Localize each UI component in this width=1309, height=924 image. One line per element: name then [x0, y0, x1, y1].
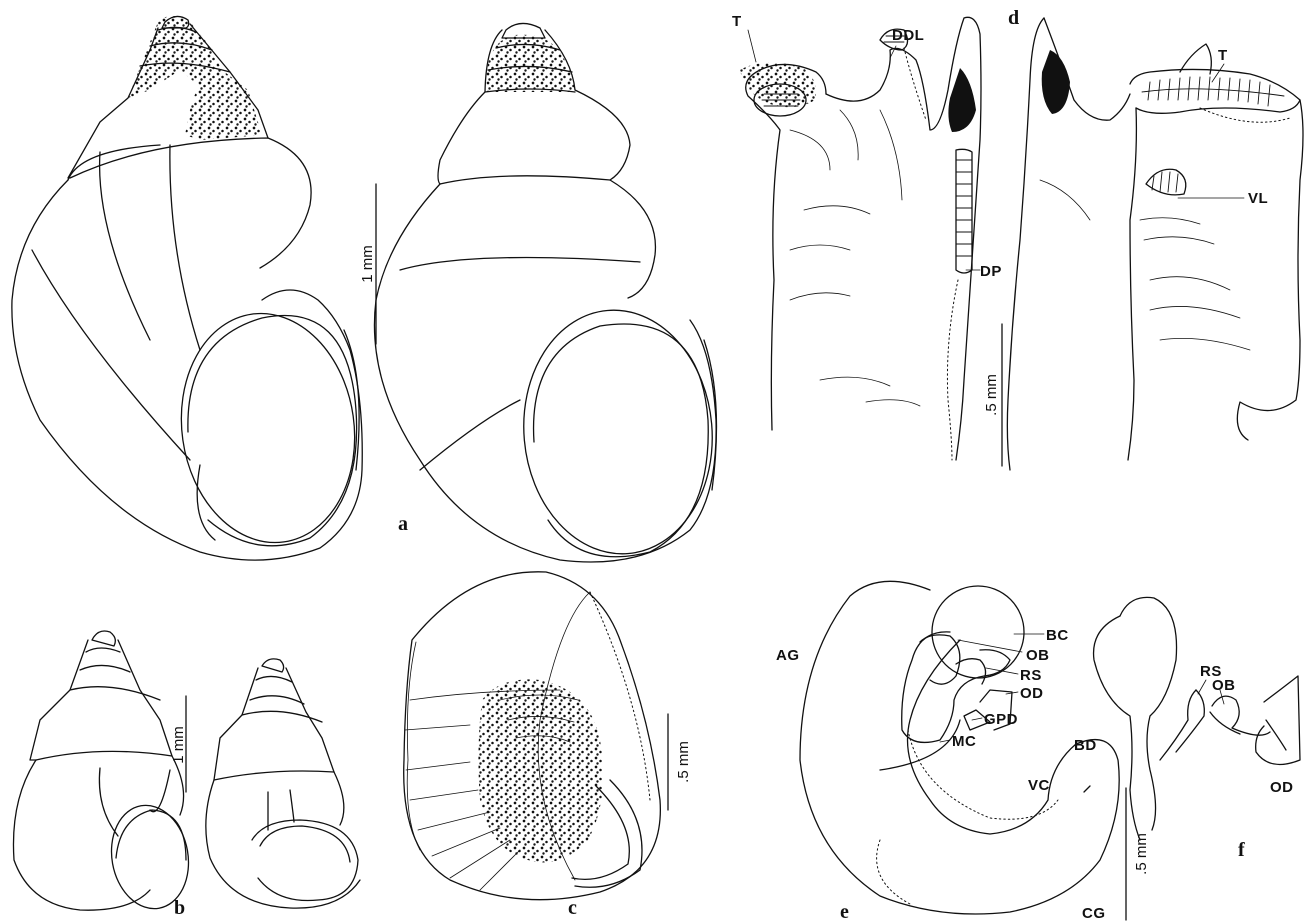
leader-e-RS	[986, 668, 1018, 674]
scale-bar-b: 1 mm	[170, 696, 187, 792]
shell-a-left	[12, 16, 369, 560]
shell-b-right	[206, 659, 360, 908]
scale-bar-b-label: 1 mm	[170, 726, 187, 764]
penis-d-left	[740, 17, 981, 460]
panel-label-f: f	[1238, 839, 1245, 861]
operculum-c	[404, 572, 661, 900]
scale-bar-a: 1 mm	[359, 184, 376, 344]
label-e-CG: CG	[1082, 905, 1106, 922]
label-e-BC: BC	[1046, 627, 1069, 644]
label-e-GPD: GPD	[984, 711, 1018, 728]
leader-d-T-right	[1212, 64, 1224, 82]
scale-bar-c: .5 mm	[668, 714, 692, 810]
label-d-DP: DP	[980, 263, 1002, 280]
scale-bar-e: .5 mm	[1126, 788, 1150, 920]
label-f-OB: OB	[1212, 677, 1236, 694]
leader-e-GPD	[972, 718, 982, 720]
label-e-AG: AG	[776, 647, 800, 664]
scale-bar-e-label: .5 mm	[1133, 833, 1150, 875]
panel-label-e: e	[840, 901, 849, 923]
scale-bar-d-label: .5 mm	[983, 374, 1000, 416]
label-f-OD: OD	[1270, 779, 1294, 796]
bursa-f	[1094, 597, 1300, 840]
panel-label-b: b	[174, 897, 185, 919]
label-e-OB: OB	[1026, 647, 1050, 664]
shell-b-left	[13, 631, 196, 915]
scale-bar-a-label: 1 mm	[359, 245, 376, 283]
shell-a-right	[374, 23, 722, 562]
penis-d-right	[1007, 18, 1303, 470]
panel-label-a: a	[398, 513, 408, 535]
label-d-T-left: T	[732, 13, 742, 30]
leader-d-T-left	[748, 30, 756, 62]
leader-f-RS	[1198, 680, 1206, 694]
panel-label-d: d	[1008, 7, 1019, 29]
label-d-T-right: T	[1218, 47, 1228, 64]
scale-bar-d: .5 mm	[983, 324, 1002, 466]
label-f-BD: BD	[1074, 737, 1097, 754]
scale-bar-c-label: .5 mm	[675, 741, 692, 783]
label-e-MC: MC	[952, 733, 976, 750]
label-e-VC: VC	[1028, 777, 1050, 794]
label-d-VL: VL	[1248, 190, 1268, 207]
label-e-OD: OD	[1020, 685, 1044, 702]
label-d-DDL: DDL	[892, 27, 924, 44]
label-e-RS: RS	[1020, 667, 1042, 684]
panel-label-c: c	[568, 897, 577, 919]
